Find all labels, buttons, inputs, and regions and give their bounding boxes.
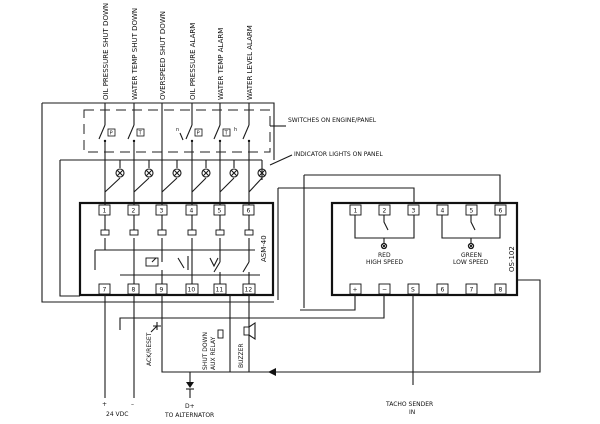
svg-text:T: T [224,131,229,137]
lamp-1-icon [104,160,125,193]
os-terminal-6b: 6 [441,287,445,294]
external-devices: ACK/RESET SHUT DOWN AUX RELAY BUZZER [104,295,256,398]
label-water-temp-alarm: WATER TEMP ALARM [217,28,225,100]
asm-terminal-12: 12 [245,287,253,294]
label-overspeed-shutdown: OVERSPEED SHUT DOWN [159,11,167,100]
arrow-left-icon [268,368,276,376]
alternator-terminal: D+ [185,403,195,410]
shutdown-relay-label-1: SHUT DOWN [202,332,209,370]
os-terminal-7: 7 [470,287,474,294]
green-lamp-icon [467,242,475,250]
asm-terminal-4: 4 [190,208,194,215]
os-terminal-s: S [411,287,415,294]
os-bottom-terminals: + − S 6 7 8 [349,283,507,295]
asm-terminal-11: 11 [216,287,224,294]
os-terminal-4: 4 [441,208,445,215]
os-102-module: 1 2 3 4 5 6 RED [330,201,519,297]
low-speed-label: LOW SPEED [453,259,489,266]
asm-terminal-6: 6 [247,208,251,215]
lamp-2-icon [133,160,154,193]
ack-reset-label: ACK/RESET [146,332,153,366]
asm-40-module: 1 2 3 4 5 6 [78,201,275,297]
os-terminal-1: 1 [354,208,358,215]
asm-terminal-7: 7 [103,287,107,294]
switch-1-icon: P [98,124,116,143]
os-terminal-2: 2 [383,208,387,215]
asm-module-name: ASM-40 [260,235,268,262]
switches-callout: SWITCHES ON ENGINE/PANEL [288,117,377,124]
svg-text:P: P [197,131,200,137]
asm-terminal-10: 10 [188,287,196,294]
asm-terminal-1: 1 [103,208,107,215]
os-terminal-minus: − [382,287,387,294]
switch-3-icon: n [176,127,184,141]
asm-terminal-5: 5 [218,208,222,215]
label-oil-pressure-alarm: OIL PRESSURE ALARM [189,23,197,100]
supply-plus: + [102,401,107,408]
ack-reset-button-icon [150,322,161,333]
tacho-sender-label: TACHO SENDER [385,401,433,408]
tacho-sender-in: IN [409,409,415,416]
top-labels: OIL PRESSURE SHUT DOWN WATER TEMP SHUT D… [102,3,254,100]
os-top-terminals: 1 2 3 4 5 6 [349,204,507,216]
svg-text:T: T [138,131,143,137]
lamp-6-icon [248,168,267,193]
lights-callout: INDICATOR LIGHTS ON PANEL [294,151,383,158]
buzzer-label: BUZZER [238,343,245,368]
asm-terminal-2: 2 [132,208,136,215]
switch-4-icon: P [185,124,203,143]
os-terminal-plus: + [353,287,358,294]
engine-switches: P T n P T h [98,124,251,143]
aux-relay-coil-icon [217,329,224,339]
asm-top-terminals: 1 2 3 4 5 6 [98,204,255,216]
os-internal-circuit: RED HIGH SPEED GREEN LOW SPEED [354,215,501,266]
switch-2-icon: T [127,124,145,143]
high-speed-color: RED [378,252,391,259]
high-speed-label: HIGH SPEED [366,259,403,266]
indicator-lights [104,160,267,193]
alternator-label: TO ALTERNATOR [164,412,214,419]
os-terminal-8: 8 [499,287,503,294]
os-terminal-5: 5 [470,208,474,215]
signal-wires [104,103,250,205]
asm-terminal-9: 9 [160,287,164,294]
low-speed-color: GREEN [461,252,482,259]
red-lamp-icon [380,242,388,250]
label-oil-pressure-shutdown: OIL PRESSURE SHUT DOWN [102,3,110,100]
shutdown-relay-label-2: AUX RELAY [210,336,217,370]
svg-text:h: h [234,127,237,133]
asm-terminal-8: 8 [132,287,136,294]
asm-internal-circuit [94,215,260,284]
label-water-temp-shutdown: WATER TEMP SHUT DOWN [131,8,139,100]
lights-callout-leader [269,154,293,166]
asm-terminal-3: 3 [160,208,164,215]
lamp-4-icon [191,160,211,193]
supply-minus: – [131,401,134,408]
switch-5-icon: T [213,124,231,143]
buzzer-icon [243,321,256,341]
os-module-name: OS-102 [508,246,516,272]
switch-6-icon: h [234,124,251,143]
lamp-3-icon [161,160,182,193]
supply-voltage: 24 VDC [106,411,128,418]
diode-icon [186,382,194,388]
switches-dashed-box [83,109,271,153]
svg-text:P: P [110,131,113,137]
bottom-supply: + – 24 VDC D+ TO ALTERNATOR TACHO SENDER… [102,372,433,419]
asm-bottom-terminals: 7 8 9 10 11 12 [98,283,256,295]
lamp-5-icon [219,160,239,193]
label-water-level-alarm: WATER LEVEL ALARM [246,25,254,100]
os-terminal-6: 6 [499,208,503,215]
os-terminal-3: 3 [412,208,416,215]
svg-text:n: n [176,127,179,133]
